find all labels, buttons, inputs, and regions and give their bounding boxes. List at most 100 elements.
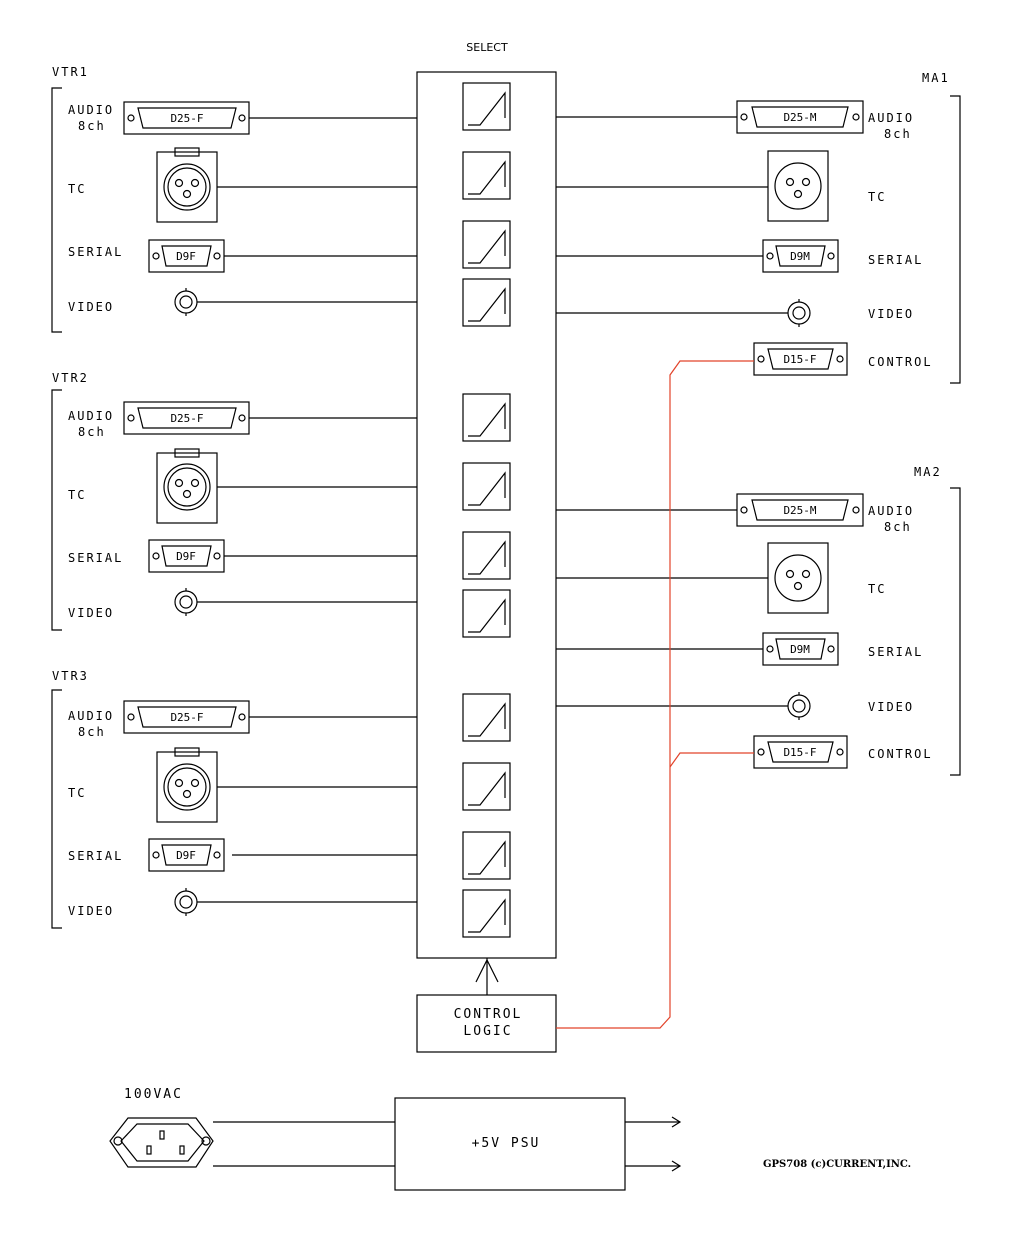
vtr2-bnc-connector [174, 588, 198, 616]
vtr2-xlr-connector [156, 448, 218, 524]
ma1-d15f-connector: D15-F [753, 342, 848, 376]
copyright-footer: GPS708 (c)CURRENT,INC. [763, 1159, 911, 1170]
ma2-title: MA2 [914, 465, 942, 479]
vtr1-serial-label: SERIAL [68, 245, 123, 259]
vtr1-serial-connector-label: D9F [176, 250, 196, 263]
vtr3-d9f-connector: D9F [148, 838, 225, 872]
vtr3-group: VTR3 AUDIO 8ch TC SERIAL VIDEO D25-F [51, 669, 417, 929]
switch-icon [462, 393, 511, 442]
vtr3-bnc-connector [174, 888, 198, 916]
ma1-8ch-label: 8ch [884, 127, 912, 141]
switch-icon [462, 589, 511, 638]
vtr2-d9f-connector: D9F [148, 539, 225, 573]
vtr3-bracket [51, 689, 62, 929]
control-logic-box [416, 994, 557, 1053]
vtr3-audio-label: AUDIO [68, 709, 114, 723]
ma2-d25m-connector: D25-M [736, 493, 864, 527]
ma1-d25m-connector: D25-M [736, 100, 864, 134]
vtr1-video-label: VIDEO [68, 300, 114, 314]
ma1-title: MA1 [922, 71, 950, 85]
control-logic-line2: LOGIC [463, 1024, 512, 1039]
ma1-video-label: VIDEO [868, 307, 914, 321]
vtr1-title: VTR1 [52, 65, 89, 79]
switch-icon [462, 462, 511, 511]
switch-icon [462, 151, 511, 200]
vtr1-bnc-connector [174, 288, 198, 316]
vtr2-audio-label: AUDIO [68, 409, 114, 423]
switch-icon [462, 831, 511, 880]
select-label: SELECT [466, 41, 508, 54]
psu-box [394, 1097, 626, 1191]
select-switch-box [416, 71, 557, 959]
ma2-control-label: CONTROL [868, 747, 933, 761]
vtr3-title: VTR3 [52, 669, 89, 683]
switch-icon [462, 82, 511, 131]
vtr1-8ch-label: 8ch [78, 119, 106, 133]
vtr1-audio-label: AUDIO [68, 103, 114, 117]
vtr2-title: VTR2 [52, 371, 89, 385]
switch-icon [462, 531, 511, 580]
switch-icon [462, 889, 511, 938]
ma1-group: MA1 D25-M AUDIO 8ch TC D9M SERI [556, 71, 961, 384]
ma2-serial-label: SERIAL [868, 645, 923, 659]
ma1-serial-label: SERIAL [868, 253, 923, 267]
vtr2-8ch-label: 8ch [78, 425, 106, 439]
vtr1-tc-label: TC [68, 182, 86, 196]
vtr3-8ch-label: 8ch [78, 725, 106, 739]
vtr2-bracket [51, 389, 62, 631]
ma2-8ch-label: 8ch [884, 520, 912, 534]
ma2-serial-connector-label: D9M [790, 643, 810, 656]
vtr2-tc-label: TC [68, 488, 86, 502]
switch-icons [462, 82, 511, 938]
control-logic-line1: CONTROL [454, 1007, 523, 1022]
control-wire-ma2 [669, 752, 754, 768]
vtr3-audio-connector-label: D25-F [170, 711, 203, 724]
ma2-control-connector-label: D15-F [783, 746, 816, 759]
switch-icon [462, 278, 511, 327]
vtr1-group: VTR1 AUDIO 8ch TC SERIAL VIDEO D25-F [51, 65, 417, 333]
switch-icon [462, 220, 511, 269]
ma2-audio-connector-label: D25-M [783, 504, 816, 517]
ma1-serial-connector-label: D9M [790, 250, 810, 263]
ma2-audio-label: AUDIO [868, 504, 914, 518]
switch-icon [462, 762, 511, 811]
vtr2-serial-connector-label: D9F [176, 550, 196, 563]
vtr1-d9f-connector: D9F [148, 239, 225, 273]
psu-label: +5V PSU [472, 1136, 541, 1151]
vtr3-serial-connector-label: D9F [176, 849, 196, 862]
vtr2-serial-label: SERIAL [68, 551, 123, 565]
vtr1-audio-connector-label: D25-F [170, 112, 203, 125]
ma2-bnc-connector [787, 692, 811, 720]
ma1-audio-label: AUDIO [868, 111, 914, 125]
vtr3-xlr-connector [156, 747, 218, 823]
ma1-control-connector-label: D15-F [783, 353, 816, 366]
vtr2-audio-connector-label: D25-F [170, 412, 203, 425]
vtr3-video-label: VIDEO [68, 904, 114, 918]
ma2-xlr-connector [767, 542, 829, 614]
vtr2-group: VTR2 AUDIO 8ch TC SERIAL VIDEO D25-F [51, 371, 417, 631]
ma2-d9m-connector: D9M [762, 632, 839, 666]
vtr1-xlr-connector [156, 147, 218, 223]
vtr3-tc-label: TC [68, 786, 86, 800]
control-arrow-head [475, 958, 499, 983]
ma2-bracket [950, 487, 961, 776]
ma1-d9m-connector: D9M [762, 239, 839, 273]
ma1-tc-label: TC [868, 190, 886, 204]
vtr1-bracket [51, 87, 62, 333]
vtr1-d25f-connector: D25-F [123, 101, 250, 135]
vtr3-d25f-connector: D25-F [123, 700, 250, 734]
ma1-xlr-connector [767, 150, 829, 222]
ma2-d15f-connector: D15-F [753, 735, 848, 769]
iec-inlet-connector [109, 1117, 214, 1168]
ma1-bracket [950, 95, 961, 384]
power-input-label: 100VAC [124, 1087, 183, 1102]
vtr2-d25f-connector: D25-F [123, 401, 250, 435]
switch-icon [462, 693, 511, 742]
control-wire [556, 360, 754, 1029]
ma2-tc-label: TC [868, 582, 886, 596]
ma2-video-label: VIDEO [868, 700, 914, 714]
vtr3-serial-label: SERIAL [68, 849, 123, 863]
ma1-audio-connector-label: D25-M [783, 111, 816, 124]
ma2-group: MA2 D25-M AUDIO 8ch TC D9M SERI [556, 465, 961, 776]
